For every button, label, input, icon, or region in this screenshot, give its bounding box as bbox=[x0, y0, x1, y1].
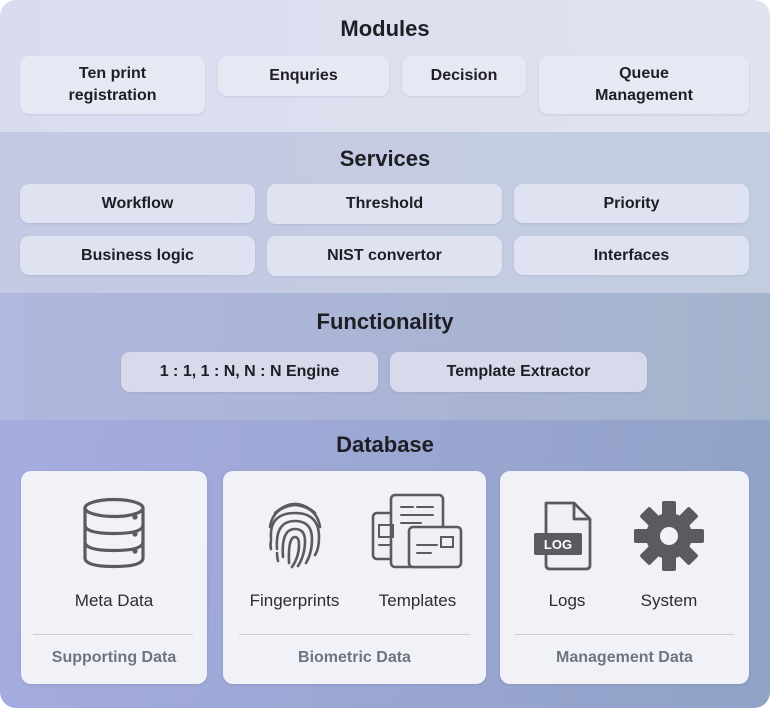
templates-icon bbox=[371, 493, 463, 569]
system-label: System bbox=[640, 591, 698, 610]
services-title: Services bbox=[339, 146, 431, 171]
database-title: Database bbox=[336, 432, 434, 457]
module-queue-management: Queue Management bbox=[539, 56, 749, 114]
modules-layer: Modules Ten print registration Enquries … bbox=[0, 0, 770, 132]
module-decision: Decision bbox=[402, 56, 526, 96]
biometric-data-card: Fingerprints Templates Biometric Data bbox=[223, 471, 486, 684]
functionality-title: Functionality bbox=[316, 309, 454, 334]
fingerprints-label: Fingerprints bbox=[249, 591, 340, 610]
service-priority: Priority bbox=[514, 184, 749, 223]
biometric-data-title: Biometric Data bbox=[298, 649, 411, 666]
management-data-card: LOG Logs System Management bbox=[500, 471, 749, 684]
service-nist-convertor: NIST convertor bbox=[267, 236, 502, 276]
management-data-title: Management Data bbox=[556, 649, 693, 666]
module-enquiries: Enquries bbox=[218, 56, 389, 96]
gear-icon bbox=[634, 501, 704, 571]
module-ten-print-registration: Ten print registration bbox=[20, 56, 205, 114]
logs-label: Logs bbox=[548, 591, 586, 610]
functionality-layer: Functionality 1 : 1, 1 : N, N : N Engine… bbox=[0, 293, 770, 420]
database-icon bbox=[83, 497, 145, 569]
supporting-data-title: Supporting Data bbox=[51, 649, 177, 666]
database-layer: Database Meta Data Supporting Data bbox=[0, 420, 770, 708]
services-layer: Services Workflow Threshold Priority Bus… bbox=[0, 132, 770, 293]
card-divider bbox=[33, 634, 193, 635]
functionality-template-extractor: Template Extractor bbox=[390, 352, 647, 392]
log-file-icon: LOG bbox=[534, 501, 592, 571]
functionality-matching-engine: 1 : 1, 1 : N, N : N Engine bbox=[121, 352, 378, 392]
service-workflow: Workflow bbox=[20, 184, 255, 223]
log-badge-text: LOG bbox=[544, 537, 572, 552]
service-interfaces: Interfaces bbox=[514, 236, 749, 275]
templates-label: Templates bbox=[378, 591, 457, 610]
meta-data-label: Meta Data bbox=[74, 591, 154, 610]
modules-title: Modules bbox=[340, 16, 430, 41]
supporting-data-card: Meta Data Supporting Data bbox=[21, 471, 207, 684]
service-business-logic: Business logic bbox=[20, 236, 255, 275]
fingerprint-icon bbox=[268, 502, 322, 569]
service-threshold: Threshold bbox=[267, 184, 502, 224]
card-divider bbox=[515, 634, 734, 635]
card-divider bbox=[239, 634, 470, 635]
